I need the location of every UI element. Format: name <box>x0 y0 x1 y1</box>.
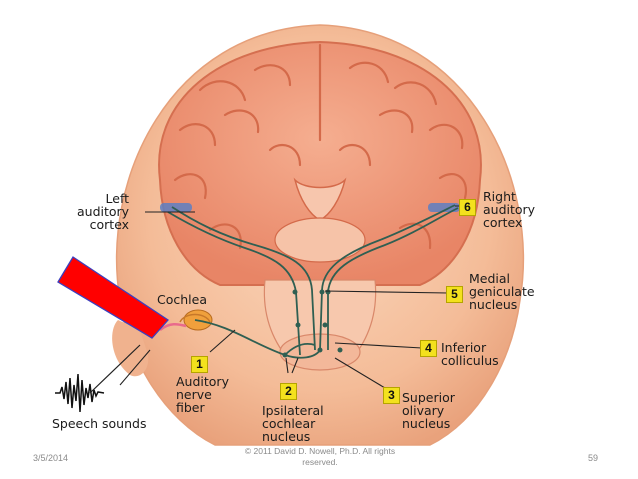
medial-geniculate-label: Medial geniculate nucleus <box>469 271 535 312</box>
right-cortex-highlight <box>428 203 460 212</box>
right-auditory-cortex-label: Right auditory cortex <box>483 189 536 230</box>
marker-5: 5 <box>446 286 463 303</box>
ventricles <box>293 177 347 221</box>
superior-olivary-label: Superior olivary nucleus <box>402 390 455 431</box>
cochlea-label: Cochlea <box>157 292 207 307</box>
left-auditory-cortex-label: Left auditory cortex <box>77 191 130 232</box>
marker-2: 2 <box>280 383 297 400</box>
footer-copyright: © 2011 David D. Nowell, Ph.D. All rights… <box>244 446 396 467</box>
left-cortex-highlight <box>160 203 192 212</box>
brain <box>158 40 482 286</box>
footer-date: 3/5/2014 <box>33 453 69 463</box>
inferior-colliculus-label: Inferior colliculus <box>441 340 499 368</box>
speech-arrow <box>89 344 141 394</box>
speech-waveform <box>55 373 105 413</box>
ipsilateral-cochlear-label: Ipsilateral cochlear nucleus <box>262 403 324 444</box>
auditory-nerve-label: Auditory nerve fiber <box>176 374 229 415</box>
marker-4: 4 <box>420 340 437 357</box>
footer-page-number: 59 <box>588 453 599 463</box>
speech-sounds-label: Speech sounds <box>52 416 147 431</box>
red-arrow <box>57 256 169 339</box>
auditory-pathway <box>167 204 459 359</box>
brain-gyri <box>173 43 468 250</box>
pathway-nodes <box>282 289 343 358</box>
marker-3: 3 <box>383 387 400 404</box>
marker-1: 1 <box>191 356 208 373</box>
leader-lines <box>119 205 472 389</box>
marker-6: 6 <box>459 199 476 216</box>
thalamus <box>274 217 366 263</box>
